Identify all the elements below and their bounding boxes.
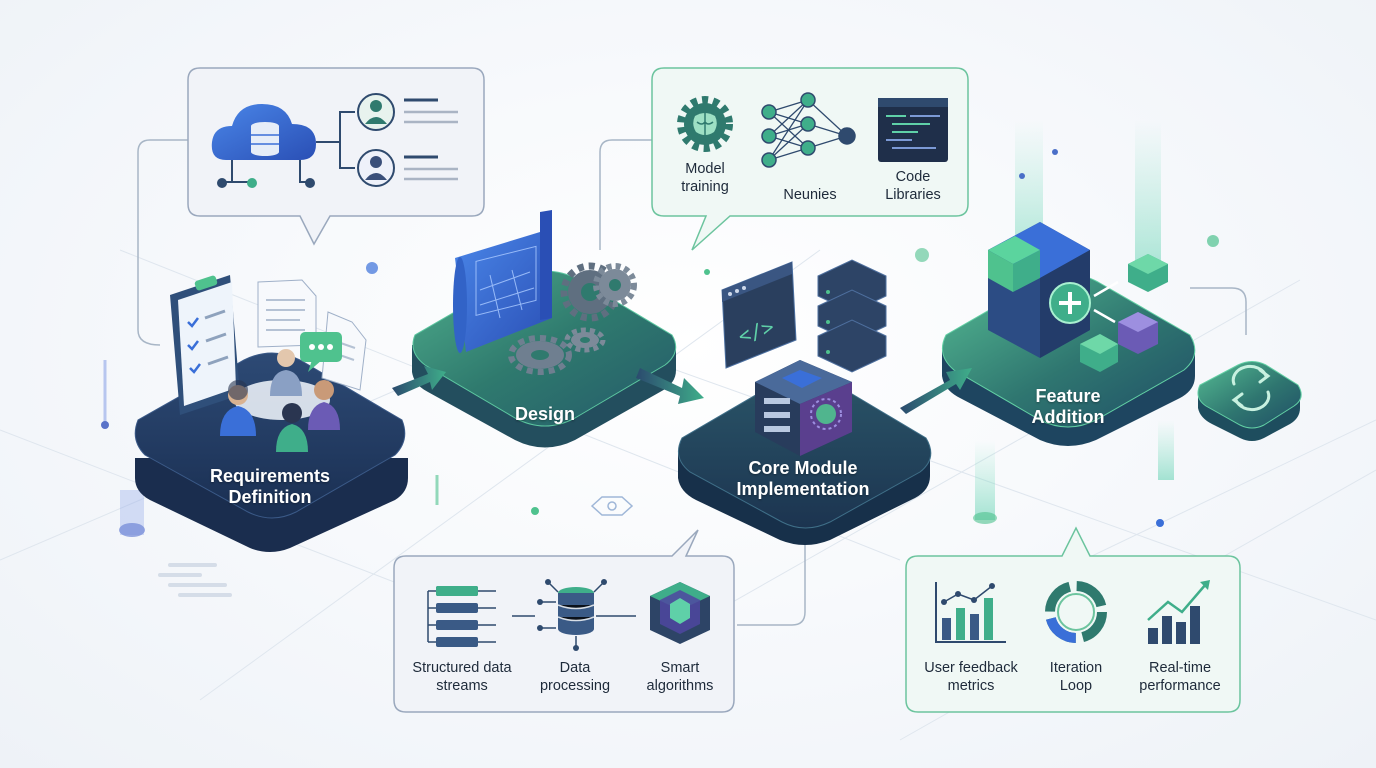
algorithm-chip-icon — [650, 582, 710, 644]
ml-caption-model-training: Model training — [665, 160, 745, 196]
server-icon — [817, 259, 887, 373]
caption-line: metrics — [947, 678, 995, 694]
neural-network-icon — [761, 92, 856, 168]
requirements-callout — [187, 67, 485, 246]
caption-line: performance — [1139, 678, 1221, 694]
dash-decoration — [158, 563, 232, 597]
hex-decoration — [590, 496, 634, 516]
feedback-callout — [905, 526, 1241, 713]
stage-feature-label: Feature Addition — [1008, 386, 1128, 428]
ml-callout — [651, 67, 969, 251]
caption-line: Neunies — [783, 187, 837, 203]
caption-line: streams — [436, 678, 488, 694]
stage-design-label: Design — [475, 404, 615, 425]
data-stream-icon — [427, 586, 535, 647]
caption-line: Smart — [660, 660, 700, 676]
feedback-caption-realtime-performance: Real-time performance — [1130, 659, 1230, 695]
block-stack-icon — [988, 222, 1090, 358]
stage-core-label: Core Module Implementation — [703, 458, 903, 500]
caption-line: Structured data — [412, 660, 512, 676]
sync-icon[interactable] — [1231, 364, 1271, 412]
bar-chart-icon — [935, 582, 1006, 643]
clipboard-icon — [170, 275, 240, 415]
feedback-caption-user-metrics: User feedback metrics — [912, 659, 1030, 695]
blueprint-icon — [453, 210, 552, 353]
caption-line: Iteration — [1049, 660, 1103, 676]
data-caption-structured-streams: Structured data streams — [400, 659, 524, 695]
cloud-database-icon — [211, 104, 355, 188]
stage-label-line: Core Module — [748, 458, 858, 478]
user-icon — [357, 93, 395, 131]
arrow-core-feature — [900, 368, 972, 414]
arrow-design-core — [636, 368, 704, 404]
flow-arrows — [392, 366, 972, 414]
data-callout — [393, 529, 735, 713]
caption-line: Data — [559, 660, 591, 676]
stage-label-line: Addition — [1031, 407, 1105, 427]
caption-line: training — [681, 179, 729, 195]
code-editor-icon — [878, 98, 948, 162]
caption-line: Libraries — [885, 187, 941, 203]
caption-line: Real-time — [1148, 660, 1212, 676]
database-icon — [537, 579, 636, 651]
team-icon — [170, 275, 367, 452]
feedback-caption-iteration-loop: Iteration Loop — [1036, 659, 1116, 695]
stage-label-line: Requirements — [209, 466, 331, 486]
stage-requirements-label: Requirements Definition — [170, 466, 370, 508]
document-icon — [257, 279, 317, 348]
caption-line: Loop — [1059, 678, 1093, 694]
sync-platform[interactable] — [1197, 361, 1302, 442]
caption-line: Model — [685, 161, 725, 177]
gear-icon — [508, 262, 637, 375]
caption-line: User feedback — [924, 660, 1018, 676]
connectors — [137, 139, 1247, 626]
brain-gear-icon — [677, 96, 733, 152]
ml-caption-neunies: Neunies — [765, 186, 855, 204]
user-icon — [357, 149, 395, 187]
stage-label-line: Definition — [228, 487, 312, 507]
cube-icon — [755, 360, 852, 456]
caption-line: algorithms — [646, 678, 714, 694]
code-window-icon: </> — [721, 261, 797, 369]
plus-icon — [1049, 254, 1168, 372]
cycle-icon — [1045, 581, 1107, 643]
data-caption-smart-algorithms: Smart algorithms — [634, 659, 726, 695]
caption-line: processing — [539, 678, 611, 694]
caption-line: Code — [895, 169, 931, 185]
trend-chart-icon — [1147, 580, 1210, 644]
chat-icon — [300, 332, 342, 372]
data-caption-processing: Data processing — [530, 659, 620, 695]
stage-label-line: Implementation — [736, 479, 870, 499]
ml-caption-code-libraries: Code Libraries — [868, 168, 958, 204]
stage-label-line: Design — [514, 404, 575, 424]
stage-label-line: Feature — [1035, 386, 1101, 406]
arrow-requirements-design — [392, 366, 446, 396]
